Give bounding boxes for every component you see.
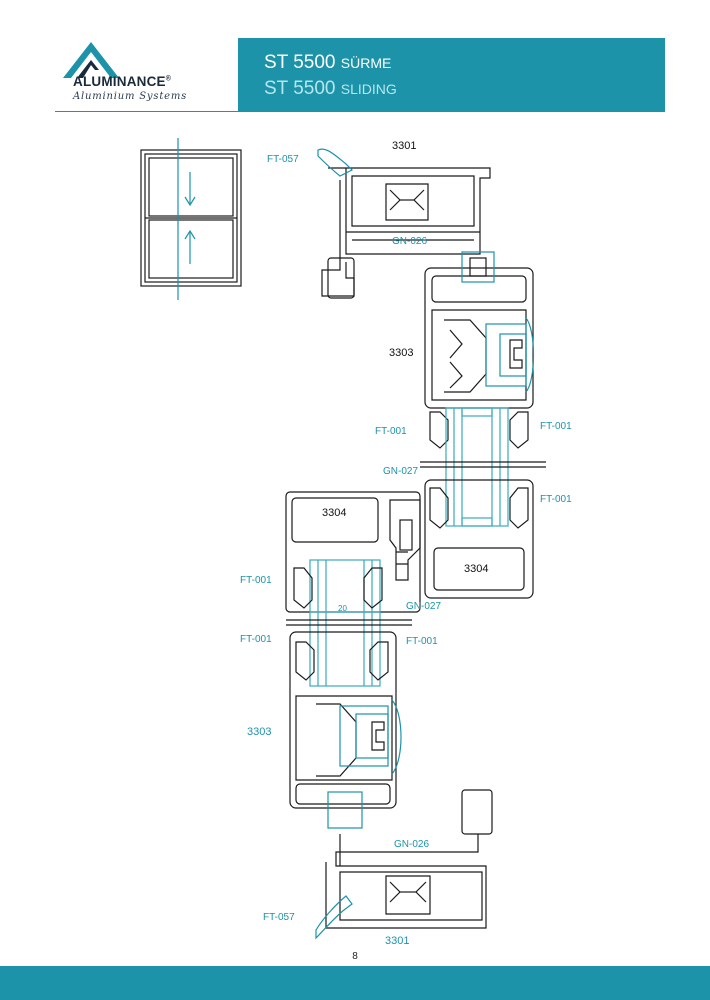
aluminance-logo: ALUMINANCE® Aluminium Systems (55, 38, 237, 110)
label-gn027-a: GN-027 (383, 466, 418, 477)
logo-triangle-icon (63, 42, 119, 78)
logo-tagline: Aluminium Systems (73, 91, 188, 102)
top-frame-profile (317, 148, 491, 299)
label-top-frame: 3301 (392, 140, 416, 152)
label-bottom-gasket: GN-026 (394, 839, 429, 850)
label-interlock-right: 3304 (464, 563, 488, 575)
label-bottom-seal: FT-057 (263, 912, 295, 923)
label-interlock-left: 3304 (322, 507, 346, 519)
title-banner: ST 5500 SÜRME ST 5500 SLIDING (238, 38, 665, 111)
page-number: 8 (352, 951, 358, 962)
label-dimension-20: 20 (338, 604, 347, 613)
footer-band (0, 966, 710, 1000)
lower-right-seal-top (363, 567, 383, 609)
label-ft001-c: FT-001 (540, 494, 572, 505)
label-ft001-a: FT-001 (375, 426, 407, 437)
label-gn027-b: GN-027 (406, 601, 441, 612)
upper-sash-profile (424, 251, 535, 449)
label-ft001-d: FT-001 (240, 575, 272, 586)
label-lower-sash: 3303 (247, 726, 271, 738)
label-ft001-b: FT-001 (540, 421, 572, 432)
page-title-turkish: ST 5500 SÜRME (264, 52, 392, 73)
lower-sash-profile (289, 631, 402, 829)
lower-left-seal-top (293, 567, 313, 609)
label-ft001-e: FT-001 (240, 634, 272, 645)
label-upper-sash: 3303 (389, 347, 413, 359)
page-title-english: ST 5500 SLIDING (264, 78, 397, 99)
window-elevation-icon (140, 138, 242, 300)
label-top-gasket: GN-026 (392, 236, 427, 247)
label-top-seal: FT-057 (267, 154, 299, 165)
label-ft001-f: FT-001 (406, 636, 438, 647)
logo-brand-text: ALUMINANCE® (73, 74, 172, 89)
header-divider (55, 111, 665, 112)
label-bottom-frame: 3301 (385, 935, 409, 947)
interlock-profiles (285, 479, 534, 613)
bottom-frame-profile (315, 789, 493, 940)
